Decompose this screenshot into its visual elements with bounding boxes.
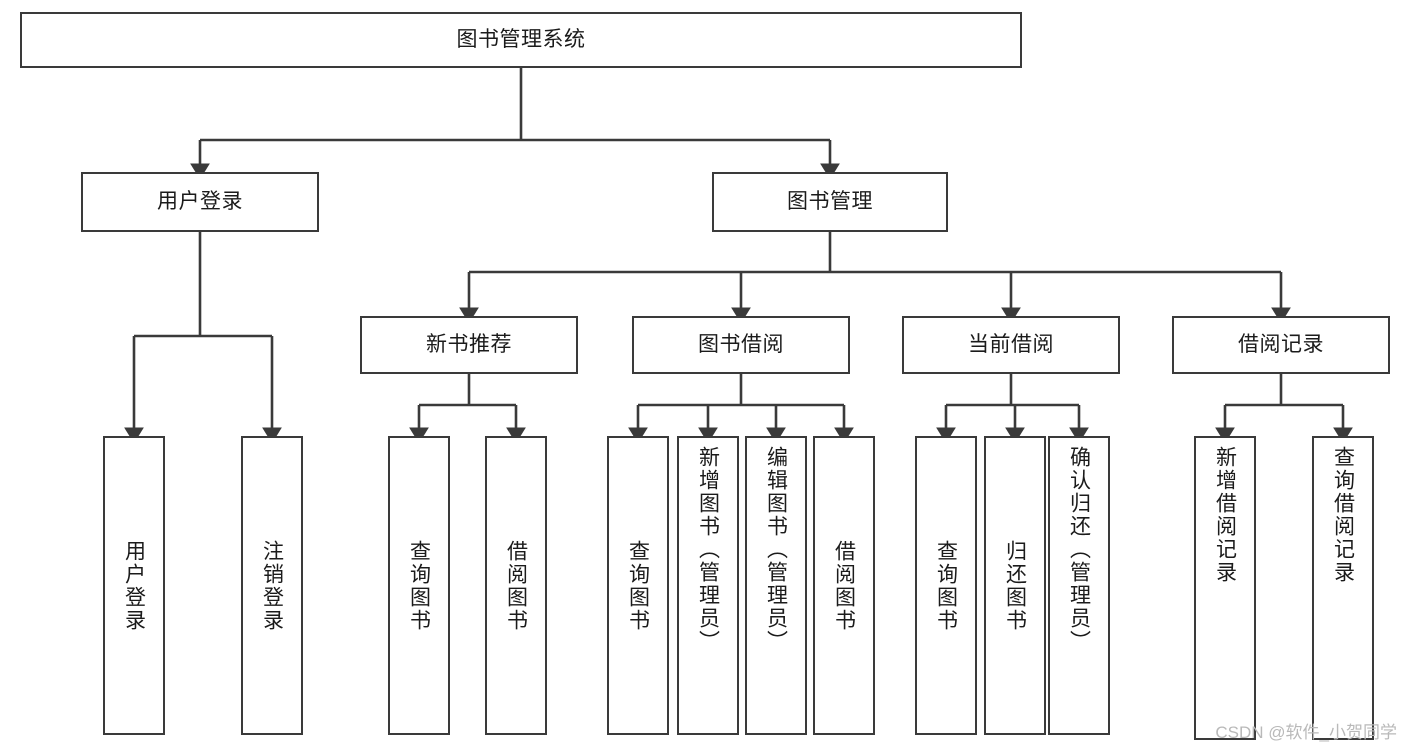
node-label: 查询图书 bbox=[934, 539, 958, 632]
node-book-mgmt[interactable]: 图书管理 bbox=[712, 172, 948, 232]
node-label: 归还图书 bbox=[1003, 539, 1027, 632]
node-label: 新增图书（管理员） bbox=[696, 446, 720, 653]
node-leaf-query-record[interactable]: 查询借阅记录 bbox=[1312, 436, 1374, 740]
node-label: 查询图书 bbox=[407, 539, 431, 632]
node-leaf-query-book-3[interactable]: 查询图书 bbox=[915, 436, 977, 735]
node-label: 注销登录 bbox=[260, 539, 284, 632]
csdn-watermark: CSDN @软件_小贺同学 bbox=[1215, 723, 1397, 742]
node-current-borrow[interactable]: 当前借阅 bbox=[902, 316, 1120, 374]
node-label: 新增借阅记录 bbox=[1213, 446, 1237, 584]
node-leaf-query-book-1[interactable]: 查询图书 bbox=[388, 436, 450, 735]
node-leaf-borrow-book-1[interactable]: 借阅图书 bbox=[485, 436, 547, 735]
node-leaf-confirm-return[interactable]: 确认归还（管理员） bbox=[1048, 436, 1110, 735]
node-new-book-rec[interactable]: 新书推荐 bbox=[360, 316, 578, 374]
node-leaf-logout[interactable]: 注销登录 bbox=[241, 436, 303, 735]
node-book-borrow[interactable]: 图书借阅 bbox=[632, 316, 850, 374]
node-label: 查询图书 bbox=[626, 539, 650, 632]
node-leaf-user-login[interactable]: 用户登录 bbox=[103, 436, 165, 735]
node-label: 借阅记录 bbox=[1238, 332, 1324, 356]
node-label: 用户登录 bbox=[157, 189, 243, 213]
node-label: 新书推荐 bbox=[426, 332, 512, 356]
node-leaf-borrow-book-2[interactable]: 借阅图书 bbox=[813, 436, 875, 735]
node-borrow-record[interactable]: 借阅记录 bbox=[1172, 316, 1390, 374]
node-leaf-return-book[interactable]: 归还图书 bbox=[984, 436, 1046, 735]
node-label: 当前借阅 bbox=[968, 332, 1054, 356]
node-label: 图书管理系统 bbox=[456, 27, 586, 51]
node-root[interactable]: 图书管理系统 bbox=[20, 12, 1022, 68]
node-label: 借阅图书 bbox=[504, 539, 528, 632]
node-leaf-add-record[interactable]: 新增借阅记录 bbox=[1194, 436, 1256, 740]
node-leaf-query-book-2[interactable]: 查询图书 bbox=[607, 436, 669, 735]
node-label: 图书管理 bbox=[787, 189, 873, 213]
node-leaf-add-book[interactable]: 新增图书（管理员） bbox=[677, 436, 739, 735]
node-label: 借阅图书 bbox=[832, 539, 856, 632]
node-label: 编辑图书（管理员） bbox=[764, 446, 788, 653]
node-user-login[interactable]: 用户登录 bbox=[81, 172, 319, 232]
node-label: 用户登录 bbox=[122, 539, 146, 632]
node-label: 查询借阅记录 bbox=[1331, 446, 1355, 584]
node-leaf-edit-book[interactable]: 编辑图书（管理员） bbox=[745, 436, 807, 735]
node-label: 图书借阅 bbox=[698, 332, 784, 356]
node-label: 确认归还（管理员） bbox=[1067, 446, 1091, 653]
